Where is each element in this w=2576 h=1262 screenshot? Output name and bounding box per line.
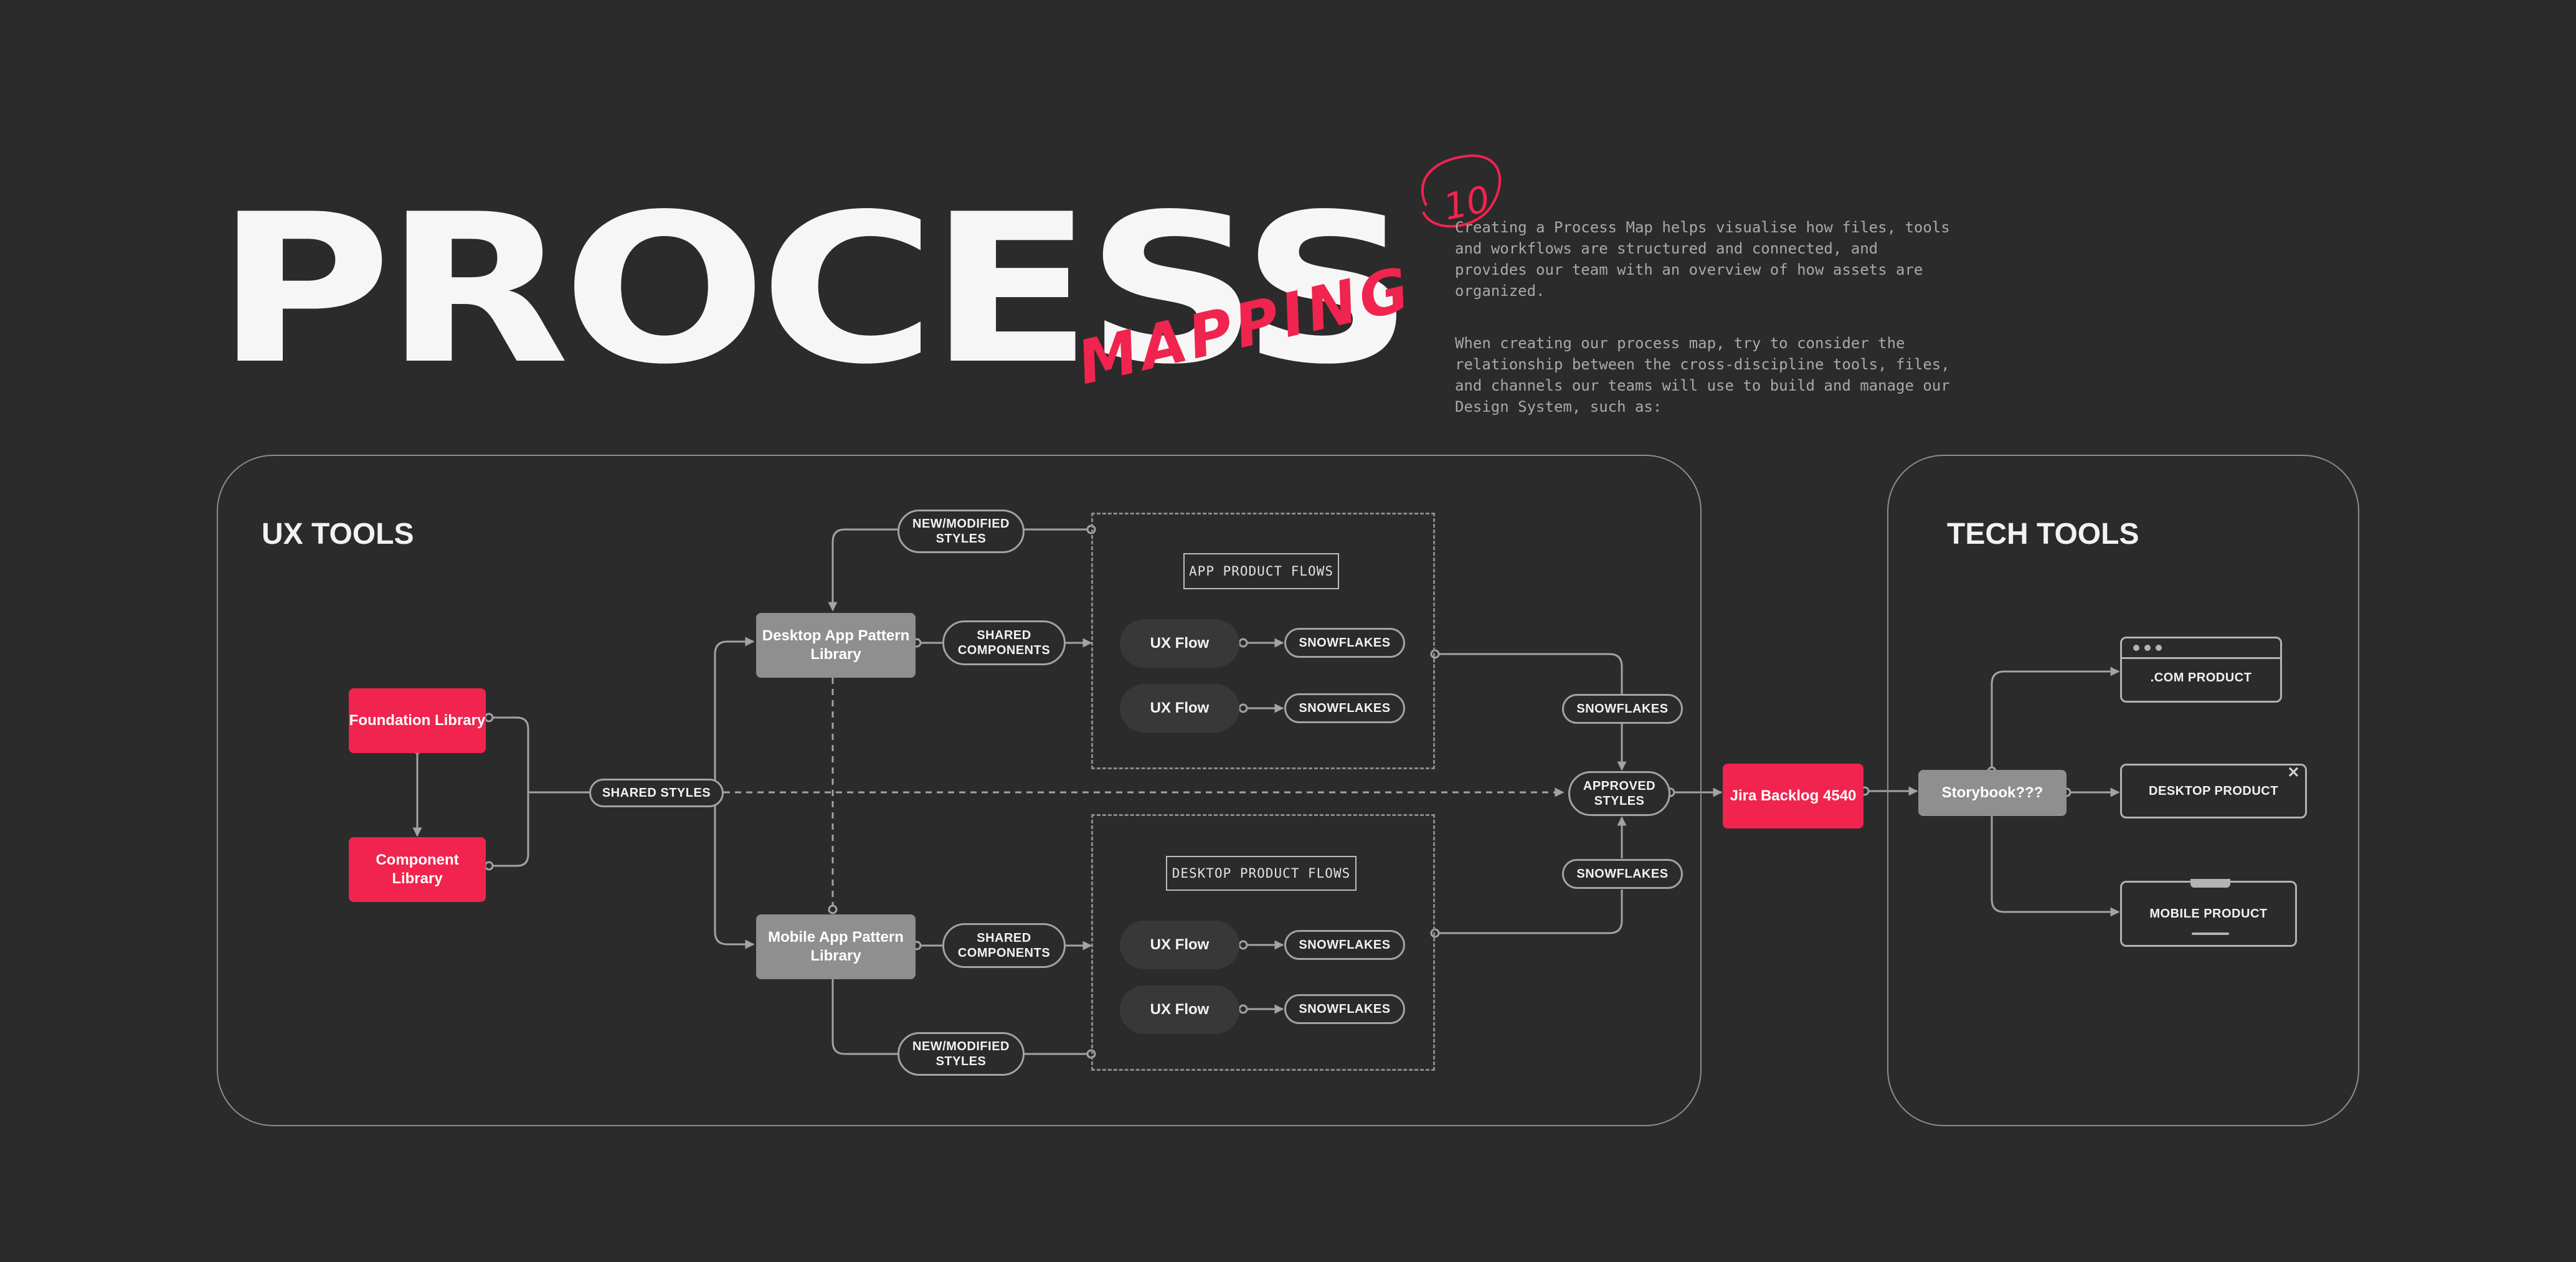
- com-product-node[interactable]: .COM PRODUCT: [2120, 637, 2282, 703]
- snowflakes-desktop-2[interactable]: SNOWFLAKES: [1284, 994, 1405, 1024]
- desktop-product-flows-group: [1091, 814, 1435, 1071]
- close-icon[interactable]: ✕: [2287, 764, 2300, 781]
- foundation-library-node[interactable]: Foundation Library: [349, 688, 486, 753]
- desktop-product-flows-label: DESKTOP PRODUCT FLOWS: [1166, 856, 1357, 891]
- tech-tools-panel: [1887, 455, 2359, 1126]
- ux-tools-title: UX TOOLS: [262, 518, 414, 551]
- new-modified-styles-top-pill[interactable]: NEW/MODIFIED STYLES: [897, 510, 1025, 553]
- window-titlebar-divider: [2122, 657, 2280, 659]
- intro-paragraph-1: Creating a Process Map helps visualise h…: [1455, 219, 1950, 300]
- phone-home-bar: [2192, 932, 2229, 935]
- component-library-node[interactable]: Component Library: [349, 837, 486, 902]
- desktop-product-node[interactable]: ✕ DESKTOP PRODUCT: [2120, 764, 2307, 818]
- snowflakes-app-2[interactable]: SNOWFLAKES: [1284, 693, 1405, 723]
- storybook-node[interactable]: Storybook???: [1918, 770, 2067, 816]
- mobile-product-label: MOBILE PRODUCT: [2149, 906, 2268, 921]
- shared-components-bottom-pill[interactable]: SHARED COMPONENTS: [942, 923, 1066, 968]
- ux-flow-app-2[interactable]: UX Flow: [1120, 684, 1239, 733]
- tech-tools-title: TECH TOOLS: [1947, 518, 2139, 551]
- ux-tools-panel: [217, 455, 1702, 1126]
- desktop-pattern-library-node[interactable]: Desktop App Pattern Library: [756, 613, 916, 678]
- ux-flow-app-1[interactable]: UX Flow: [1120, 619, 1239, 668]
- ux-flow-desktop-2[interactable]: UX Flow: [1120, 985, 1239, 1034]
- shared-styles-pill[interactable]: SHARED STYLES: [589, 779, 724, 807]
- mobile-pattern-library-node[interactable]: Mobile App Pattern Library: [756, 914, 916, 979]
- new-modified-styles-bottom-pill[interactable]: NEW/MODIFIED STYLES: [897, 1032, 1025, 1076]
- ux-flow-desktop-1[interactable]: UX Flow: [1120, 921, 1239, 969]
- jira-backlog-node[interactable]: Jira Backlog 4540: [1723, 764, 1863, 828]
- snowflakes-desktop-1[interactable]: SNOWFLAKES: [1284, 930, 1405, 960]
- window-dots-icon: [2133, 645, 2162, 651]
- app-product-flows-label: APP PRODUCT FLOWS: [1183, 553, 1339, 589]
- snowflakes-app-1[interactable]: SNOWFLAKES: [1284, 628, 1405, 658]
- mobile-product-node[interactable]: MOBILE PRODUCT: [2120, 879, 2297, 947]
- app-product-flows-group: [1091, 513, 1435, 769]
- com-product-label: .COM PRODUCT: [2150, 670, 2252, 685]
- snowflakes-app-merge[interactable]: SNOWFLAKES: [1562, 694, 1683, 724]
- phone-notch-icon: [2190, 879, 2230, 888]
- snowflakes-desktop-merge[interactable]: SNOWFLAKES: [1562, 859, 1683, 889]
- desktop-product-label: DESKTOP PRODUCT: [2149, 784, 2278, 798]
- page-title: PROCESS: [215, 170, 1414, 409]
- shared-components-top-pill[interactable]: SHARED COMPONENTS: [942, 620, 1066, 665]
- intro-paragraph-2: When creating our process map, try to co…: [1455, 334, 1950, 415]
- approved-styles-pill[interactable]: APPROVED STYLES: [1568, 771, 1670, 816]
